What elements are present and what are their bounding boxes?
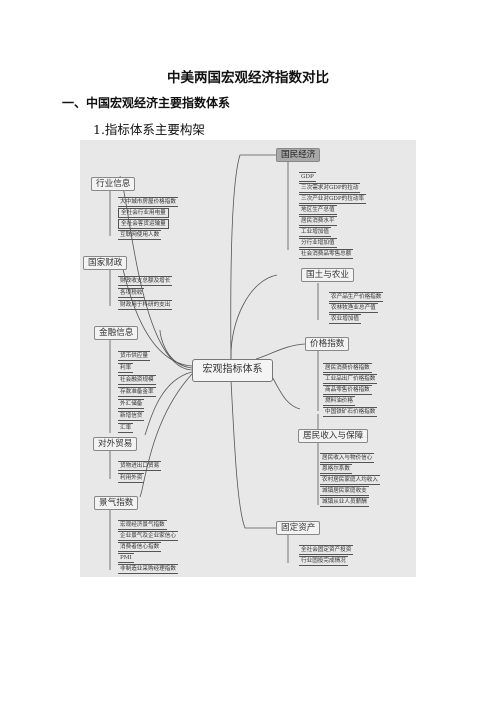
leaf-finance-1: 财政收支总额及增长 bbox=[118, 276, 173, 286]
leaf-industry-1: 大中城市房屋价格指数 bbox=[118, 197, 178, 207]
branch-resident-income: 居民收入与保障 bbox=[298, 429, 369, 443]
document-title: 中美两国宏观经济指数对比 bbox=[167, 70, 329, 86]
leaf-agri-3: 农业增加值 bbox=[329, 314, 361, 324]
leaf-economy-2: 三次需求对GDP的拉动 bbox=[299, 183, 361, 193]
leaf-industry-4: 互联网使用人数 bbox=[118, 230, 162, 240]
leaf-sentiment-2: 企业景气及企业家信心 bbox=[118, 531, 178, 541]
branch-price-index: 价格指数 bbox=[305, 337, 350, 351]
branch-sentiment-index: 景气指数 bbox=[94, 496, 139, 510]
leaf-agri-2: 农林牧渔业总产值 bbox=[329, 303, 378, 313]
leaf-income-5: 城镇从业人员薪酬 bbox=[320, 497, 369, 507]
leaf-sentiment-4: PMI bbox=[118, 553, 134, 563]
leaf-industry-2: 全社会行业用电量 bbox=[118, 208, 169, 218]
leaf-assets-1: 全社会固定资产投资 bbox=[299, 545, 354, 555]
leaf-sentiment-3: 消费者信心指数 bbox=[118, 542, 162, 552]
leaf-financial-2: 利率 bbox=[118, 363, 134, 373]
leaf-price-2: 工业品出厂价格指数 bbox=[323, 374, 378, 384]
leaf-income-4: 城镇居民家庭收支 bbox=[320, 486, 369, 496]
leaf-financial-7: 汇率 bbox=[118, 423, 134, 433]
leaf-trade-2: 利用外资 bbox=[118, 473, 145, 483]
branch-foreign-trade: 对外贸易 bbox=[93, 437, 138, 451]
leaf-financial-4: 存款准备金率 bbox=[118, 387, 156, 397]
leaf-economy-5: 居民消费水平 bbox=[299, 216, 337, 226]
branch-industry-info: 行业信息 bbox=[91, 177, 136, 191]
leaf-economy-4: 地区生产总值 bbox=[299, 205, 337, 215]
leaf-income-1: 居民收入与物价信心 bbox=[320, 453, 375, 463]
leaf-economy-3: 三次产业对GDP的拉动率 bbox=[299, 194, 367, 204]
leaf-agri-1: 农产品生产价格指数 bbox=[329, 292, 384, 302]
leaf-financial-5: 外汇储备 bbox=[118, 399, 145, 409]
sub-heading: 1.指标体系主要构架 bbox=[93, 122, 205, 137]
leaf-financial-1: 货币供应量 bbox=[118, 351, 150, 361]
branch-national-finance: 国家财政 bbox=[83, 256, 128, 270]
leaf-price-1: 居民消费价格指数 bbox=[323, 363, 372, 373]
leaf-price-3: 商品零售价格指数 bbox=[323, 385, 372, 395]
leaf-income-3: 农村居民家庭人均收入 bbox=[320, 475, 380, 485]
leaf-income-2: 恩格尔系数 bbox=[320, 464, 352, 474]
leaf-assets-2: 行业固投完成情况 bbox=[299, 556, 348, 566]
leaf-trade-1: 货物进出口贸易 bbox=[118, 461, 162, 471]
mindmap-center-node: 宏观指标体系 bbox=[192, 359, 273, 382]
leaf-financial-6: 新增信贷 bbox=[118, 411, 145, 421]
leaf-price-5: 中国铁矿石价格指数 bbox=[323, 407, 378, 417]
mindmap-diagram: 宏观指标体系 行业信息 大中城市房屋价格指数 全社会行业用电量 全社会客货运输量… bbox=[80, 140, 416, 577]
leaf-financial-3: 社会融资规模 bbox=[118, 375, 156, 385]
branch-financial-info: 金融信息 bbox=[94, 326, 139, 340]
leaf-price-4: 燃料油价格 bbox=[323, 396, 355, 406]
leaf-industry-3: 全社会客货运输量 bbox=[118, 219, 169, 229]
branch-land-agriculture: 国土与农业 bbox=[301, 268, 354, 282]
leaf-economy-7: 分行业增加值 bbox=[299, 238, 337, 248]
leaf-sentiment-5: 非制造业采购经理指数 bbox=[118, 564, 178, 574]
section-heading: 一、中国宏观经济主要指数体系 bbox=[62, 96, 231, 110]
leaf-sentiment-1: 宏观经济景气指数 bbox=[118, 520, 167, 530]
mindmap-connectors bbox=[109, 154, 319, 570]
leaf-finance-2: 各项税收 bbox=[118, 288, 145, 298]
branch-fixed-assets: 固定资产 bbox=[276, 521, 321, 535]
leaf-finance-3: 财政用于科研的支出 bbox=[118, 300, 173, 310]
leaf-economy-6: 工业增加值 bbox=[299, 227, 331, 237]
branch-national-economy: 国民经济 bbox=[276, 148, 321, 162]
leaf-economy-1: GDP bbox=[299, 172, 316, 182]
leaf-economy-8: 社会消费品零售总额 bbox=[299, 249, 354, 259]
